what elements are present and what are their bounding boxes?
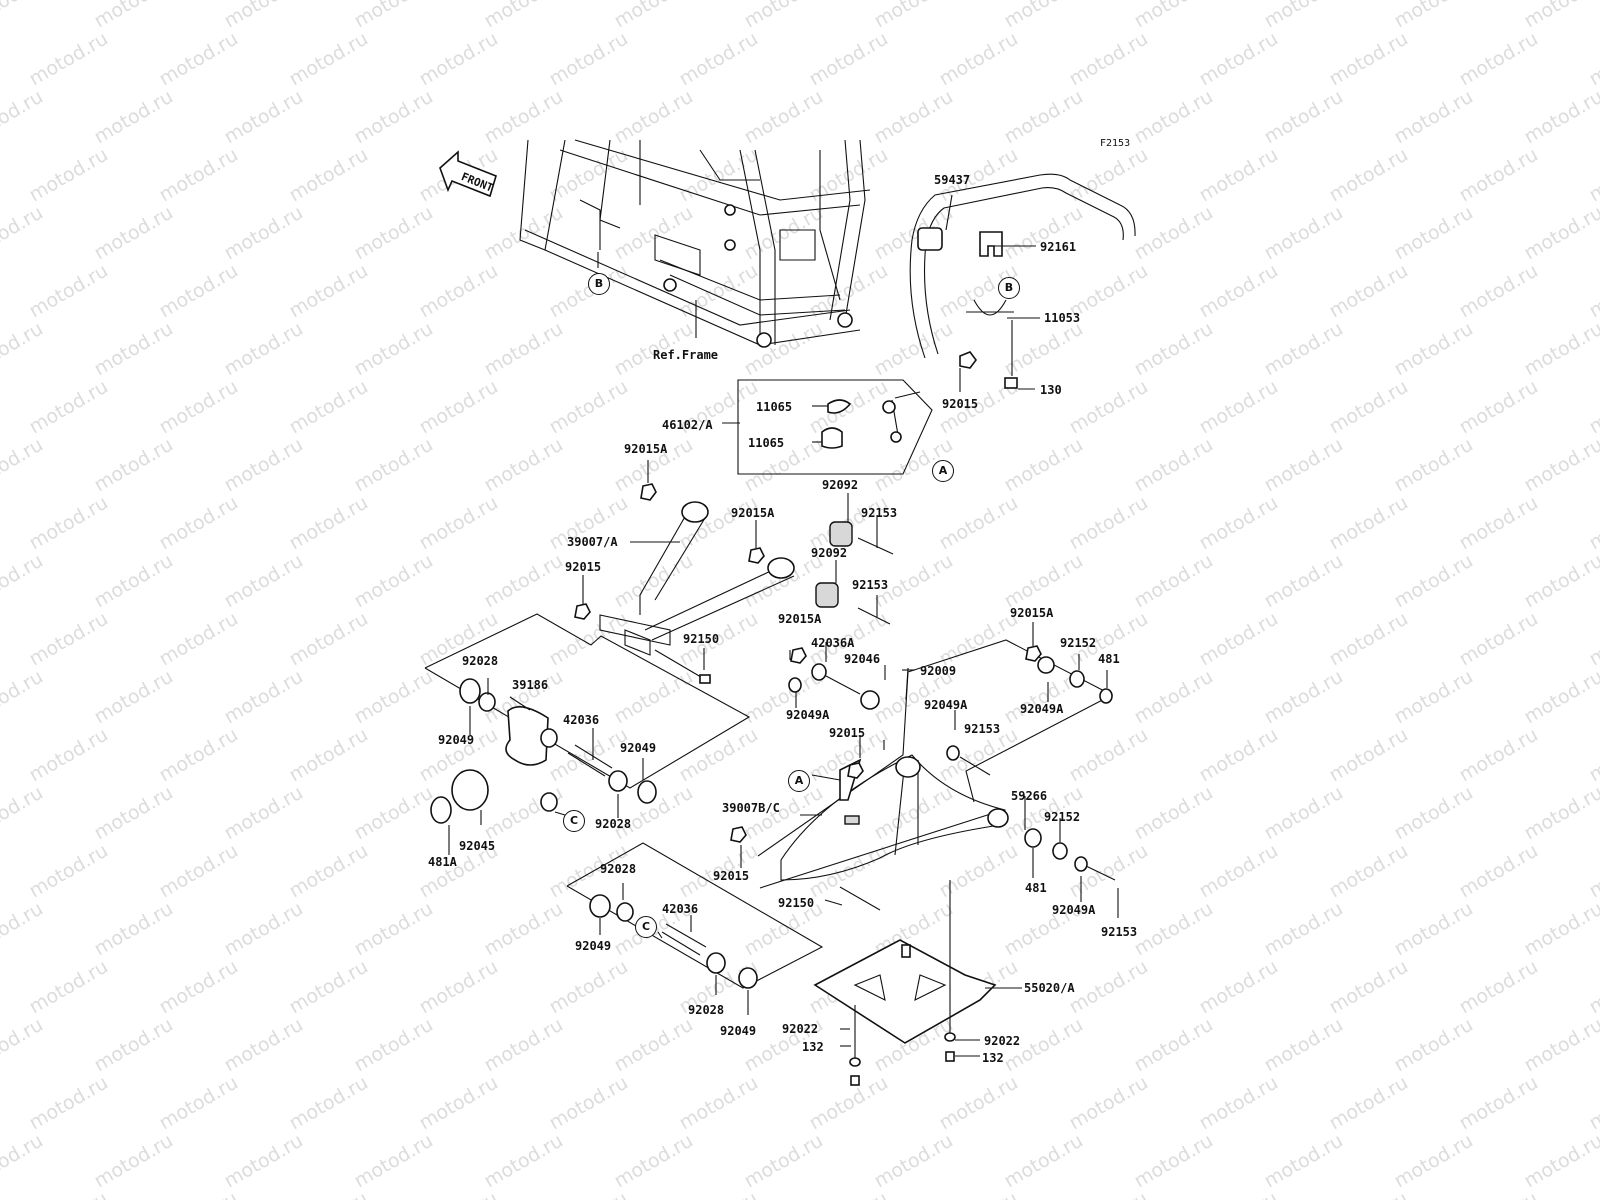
ref-frame-label: Ref.Frame [653, 348, 719, 362]
part-label[interactable]: 92015A [731, 506, 775, 520]
part-label[interactable]: 39007B/C [722, 801, 780, 815]
part-label[interactable]: 92028 [595, 817, 632, 831]
part-label[interactable]: 92152 [1044, 810, 1081, 824]
front-arrow-icon: FRONT [439, 150, 497, 198]
part-label[interactable]: 92161 [1040, 240, 1077, 254]
part-label[interactable]: 46102/A [662, 418, 713, 432]
stabilizer-link-drawing [737, 379, 933, 475]
figure-code: F2153 [1100, 138, 1131, 149]
part-label[interactable]: 481 [1025, 881, 1047, 895]
part-label[interactable]: 92015 [829, 726, 866, 740]
part-label[interactable]: 92152 [1060, 636, 1097, 650]
part-label[interactable]: 92092 [811, 546, 848, 560]
part-label[interactable]: 92049 [438, 733, 475, 747]
part-label[interactable]: 55020/A [1024, 981, 1075, 995]
callout-b-bracket[interactable]: B [998, 277, 1020, 299]
lower-a-arm-drawing [730, 639, 1116, 911]
part-label[interactable]: 481 [1098, 652, 1120, 666]
frame-drawing [519, 139, 871, 348]
part-label[interactable]: 59437 [934, 173, 971, 187]
part-label[interactable]: 11065 [756, 400, 793, 414]
part-label[interactable]: 92153 [852, 578, 889, 592]
part-label[interactable]: 92049A [1052, 903, 1096, 917]
part-label[interactable]: 92049A [924, 698, 968, 712]
part-label[interactable]: 92049 [720, 1024, 757, 1038]
part-label[interactable]: 92028 [688, 1003, 725, 1017]
part-label[interactable]: 92153 [964, 722, 1001, 736]
part-label[interactable]: 92015 [942, 397, 979, 411]
part-label[interactable]: 92015A [1010, 606, 1054, 620]
part-label[interactable]: 92092 [822, 478, 859, 492]
part-label[interactable]: 92046 [844, 652, 881, 666]
part-label[interactable]: 92153 [861, 506, 898, 520]
part-label[interactable]: 42036 [563, 713, 600, 727]
callout-b-frame[interactable]: B [588, 273, 610, 295]
leader-lines [448, 194, 1119, 1057]
callout-c-lower[interactable]: C [635, 916, 657, 938]
part-label[interactable]: 92009 [920, 664, 957, 678]
skid-plate-drawing [813, 880, 997, 1086]
part-label[interactable]: 132 [802, 1040, 824, 1054]
part-label[interactable]: 92028 [600, 862, 637, 876]
part-label[interactable]: 132 [982, 1051, 1004, 1065]
stabilizer-bar-drawing [909, 173, 1136, 389]
part-label[interactable]: 92015A [624, 442, 668, 456]
callout-a-link[interactable]: A [932, 460, 954, 482]
part-label[interactable]: 92022 [984, 1034, 1021, 1048]
part-label[interactable]: 92015A [778, 612, 822, 626]
part-label[interactable]: 481A [428, 855, 457, 869]
part-label[interactable]: 92028 [462, 654, 499, 668]
part-label[interactable]: 92015 [713, 869, 750, 883]
callout-c-knuckle[interactable]: C [563, 810, 585, 832]
part-label[interactable]: 92015 [565, 560, 602, 574]
part-label[interactable]: 92049 [575, 939, 612, 953]
part-label[interactable]: 11065 [748, 436, 785, 450]
part-label[interactable]: 39007/A [567, 535, 618, 549]
knuckle-lower-frame [566, 842, 824, 989]
part-label[interactable]: 39186 [512, 678, 549, 692]
part-label[interactable]: 92150 [683, 632, 720, 646]
part-label[interactable]: 92150 [778, 896, 815, 910]
part-label[interactable]: 59266 [1011, 789, 1048, 803]
part-label[interactable]: 92045 [459, 839, 496, 853]
knuckle-upper-frame [424, 613, 751, 824]
part-label[interactable]: 130 [1040, 383, 1062, 397]
part-label[interactable]: 42036 [662, 902, 699, 916]
part-label[interactable]: 11053 [1044, 311, 1081, 325]
part-label[interactable]: 42036A [811, 636, 855, 650]
upper-a-arm-drawing [574, 483, 894, 684]
part-label[interactable]: 92049 [620, 741, 657, 755]
part-label[interactable]: 92049A [1020, 702, 1064, 716]
callout-a-arm[interactable]: A [788, 770, 810, 792]
part-label[interactable]: 92153 [1101, 925, 1138, 939]
part-label[interactable]: 92022 [782, 1022, 819, 1036]
part-label[interactable]: 92049A [786, 708, 830, 722]
